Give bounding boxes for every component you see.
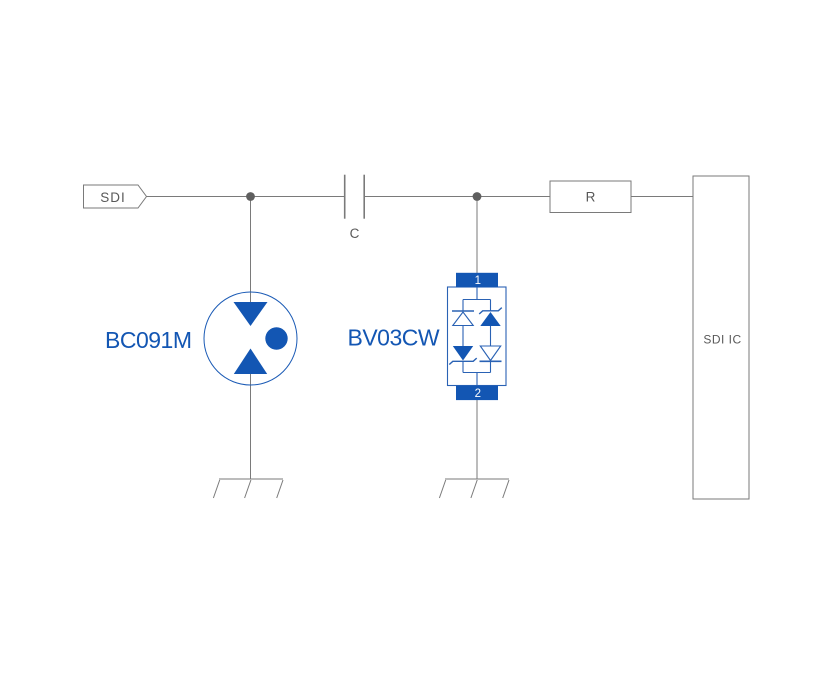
- svg-text:BV03CW: BV03CW: [348, 325, 440, 351]
- svg-text:SDI IC: SDI IC: [703, 332, 741, 346]
- svg-text:SDI: SDI: [100, 190, 126, 205]
- svg-text:C: C: [350, 226, 360, 241]
- svg-text:R: R: [586, 190, 596, 205]
- svg-text:2: 2: [475, 388, 481, 400]
- svg-text:BC091M: BC091M: [105, 327, 191, 353]
- svg-text:1: 1: [475, 275, 481, 287]
